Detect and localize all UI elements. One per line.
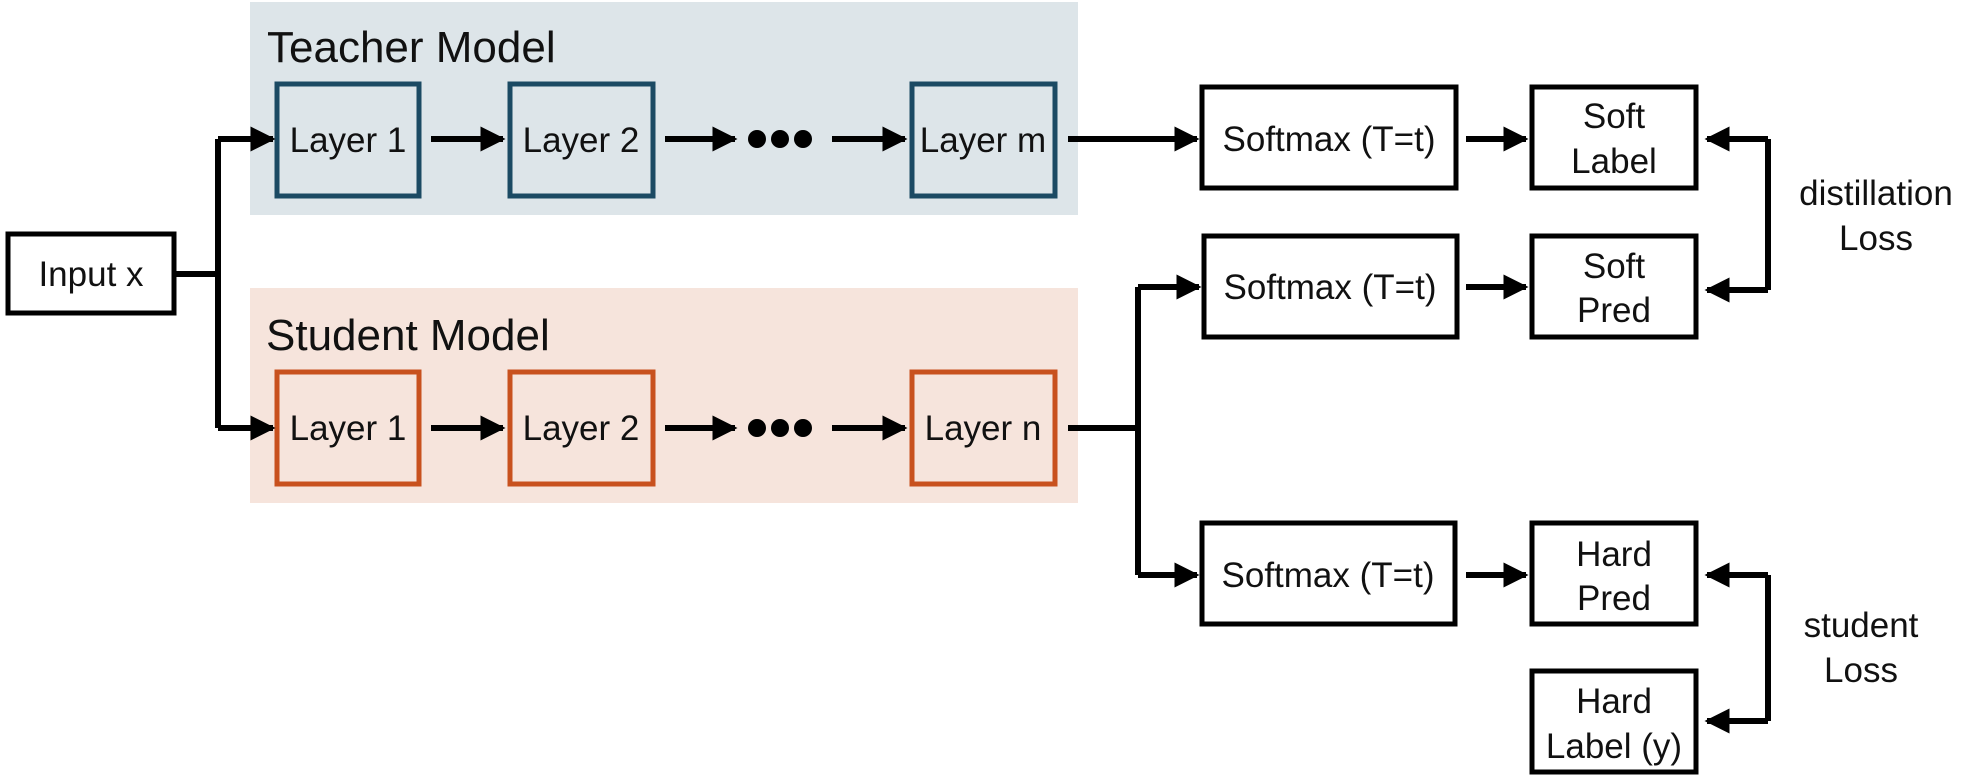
student-hard-softmax-box [1199,520,1458,627]
teacher-model-region [250,2,1078,215]
hard-pred-line-2: Pred [1577,579,1651,618]
hard-label-line-1: Hard [1576,682,1652,721]
student-layern-branch-line [1068,287,1141,575]
teacher-layer-m-box [909,81,1058,199]
soft-pred-line-1: Soft [1583,247,1646,286]
student-model-region [250,288,1078,503]
student-ellipsis-dots [748,419,812,437]
teacher-softmax-box [1199,84,1459,191]
teacher-layer-2-box [507,81,656,199]
hard-label-box [1529,668,1699,775]
student-soft-softmax-label: Softmax (T=t) [1224,268,1437,307]
input-x-box [5,231,177,316]
student-loss-line-1: student [1804,606,1919,645]
teacher-layer-m-label: Layer m [920,121,1046,160]
hard-label-line-2: Label (y) [1546,727,1682,766]
hard-pred-box [1529,520,1699,627]
soft-label-line-2: Label [1571,142,1657,181]
teacher-layer-1-label: Layer 1 [290,121,407,160]
input-branch-line [174,139,221,428]
teacher-layer-1-box [274,81,422,199]
soft-label-line-1: Soft [1583,97,1646,136]
student-loss-line-2: Loss [1824,651,1898,690]
hard-pred-line-1: Hard [1576,535,1652,574]
input-x-label: Input x [38,255,144,294]
student-layer-1-box [274,369,422,487]
soft-label-box [1529,84,1699,191]
teacher-softmax-label: Softmax (T=t) [1223,120,1436,159]
student-layer-n-box [909,369,1058,487]
distillation-loss-line-2: Loss [1839,219,1913,258]
teacher-layer-2-label: Layer 2 [523,121,640,160]
student-hard-softmax-label: Softmax (T=t) [1222,556,1435,595]
student-soft-softmax-box [1201,233,1460,340]
teacher-model-title: Teacher Model [267,23,556,72]
student-layer-1-label: Layer 1 [290,409,407,448]
soft-pred-line-2: Pred [1577,291,1651,330]
distillation-loss-line-1: distillation [1799,174,1953,213]
teacher-ellipsis-dots [748,130,812,148]
soft-pred-box [1529,233,1699,340]
student-layer-2-label: Layer 2 [523,409,640,448]
student-layer-n-label: Layer n [925,409,1042,448]
student-layer-2-box [507,369,656,487]
student-model-title: Student Model [266,311,550,360]
